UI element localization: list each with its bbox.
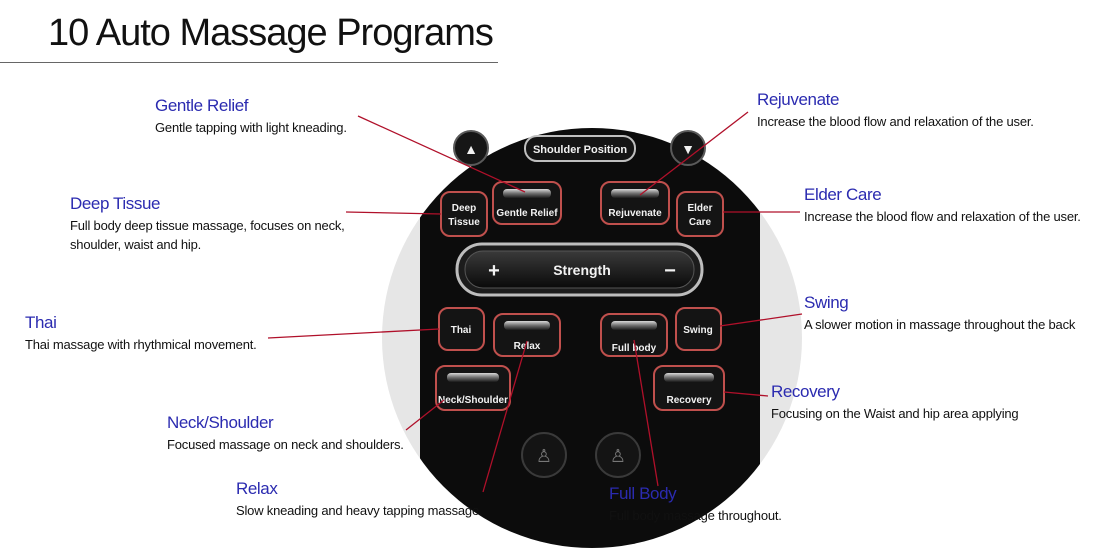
program-name: Full Body bbox=[609, 484, 677, 503]
program-rejuvenate: Rejuvenate Increase the blood flow and r… bbox=[757, 90, 1034, 131]
rejuvenate-button[interactable]: Rejuvenate bbox=[600, 181, 670, 225]
thai-button[interactable]: Thai bbox=[438, 307, 485, 351]
program-name: Deep Tissue bbox=[70, 194, 161, 213]
program-name: Thai bbox=[25, 313, 57, 332]
svg-text:Neck/Shoulder: Neck/Shoulder bbox=[438, 395, 508, 406]
full-body-button[interactable]: Full body bbox=[600, 313, 668, 357]
up-arrow-icon: ▲ bbox=[464, 141, 478, 157]
program-name: Relax bbox=[236, 479, 278, 498]
program-desc: Focusing on the Waist and hip area apply… bbox=[771, 406, 1019, 421]
recline-icon: ♙ bbox=[610, 446, 626, 467]
program-neck-shoulder: Neck/Shoulder Focused massage on neck an… bbox=[167, 413, 404, 454]
strength-minus-button[interactable]: − bbox=[664, 260, 676, 282]
program-desc: Gentle tapping with light kneading. bbox=[155, 120, 347, 135]
strength-plus-button[interactable]: + bbox=[488, 260, 500, 282]
program-desc: Full body massage throughout. bbox=[609, 508, 782, 523]
program-desc: Increase the blood flow and relaxation o… bbox=[757, 114, 1034, 129]
program-desc: Thai massage with rhythmical movement. bbox=[25, 337, 257, 352]
program-recovery: Recovery Focusing on the Waist and hip a… bbox=[771, 382, 1019, 423]
program-desc: Full body deep tissue massage, focuses o… bbox=[70, 218, 345, 233]
svg-text:Tissue: Tissue bbox=[448, 217, 480, 228]
program-deep-tissue: Deep Tissue Full body deep tissue massag… bbox=[70, 194, 345, 254]
program-elder-care: Elder Care Increase the blood flow and r… bbox=[804, 185, 1081, 226]
program-name: Swing bbox=[804, 293, 849, 312]
shoulder-position-label: Shoulder Position bbox=[533, 144, 627, 156]
page-title: 10 Auto Massage Programs bbox=[48, 12, 494, 54]
elder-care-button[interactable]: Elder Care bbox=[676, 191, 724, 237]
program-full-body: Full Body Full body massage throughout. bbox=[609, 484, 782, 525]
program-gentle-relief: Gentle Relief Gentle tapping with light … bbox=[155, 96, 347, 137]
program-desc: Increase the blood flow and relaxation o… bbox=[804, 209, 1081, 224]
svg-text:Gentle Relief: Gentle Relief bbox=[496, 208, 558, 219]
svg-text:Elder: Elder bbox=[687, 203, 712, 214]
svg-text:Care: Care bbox=[689, 217, 712, 228]
program-desc: Focused massage on neck and shoulders. bbox=[167, 437, 404, 452]
program-relax: Relax Slow kneading and heavy tapping ma… bbox=[236, 479, 483, 520]
program-name: Elder Care bbox=[804, 185, 882, 204]
svg-text:Recovery: Recovery bbox=[666, 395, 711, 406]
shoulder-position-button[interactable]: Shoulder Position bbox=[524, 135, 636, 162]
svg-text:Deep: Deep bbox=[452, 203, 476, 214]
swing-button[interactable]: Swing bbox=[675, 307, 722, 351]
program-name: Neck/Shoulder bbox=[167, 413, 274, 432]
program-name: Rejuvenate bbox=[757, 90, 840, 109]
deep-tissue-button[interactable]: Deep Tissue bbox=[440, 191, 488, 237]
program-thai: Thai Thai massage with rhythmical moveme… bbox=[25, 313, 257, 354]
svg-text:Thai: Thai bbox=[451, 325, 472, 336]
title-rule bbox=[0, 62, 498, 63]
program-desc: A slower motion in massage throughout th… bbox=[804, 317, 1076, 332]
recovery-button[interactable]: Recovery bbox=[653, 365, 725, 411]
program-desc: Slow kneading and heavy tapping massage. bbox=[236, 503, 483, 518]
shoulder-down-button[interactable]: ▼ bbox=[670, 130, 706, 166]
svg-text:Swing: Swing bbox=[683, 325, 712, 336]
strength-label: Strength bbox=[553, 262, 611, 278]
down-arrow-icon: ▼ bbox=[681, 141, 695, 157]
svg-text:Rejuvenate: Rejuvenate bbox=[608, 208, 662, 219]
program-desc: shoulder, waist and hip. bbox=[70, 237, 202, 252]
neck-shoulder-button[interactable]: Neck/Shoulder bbox=[435, 365, 511, 411]
strength-control[interactable]: + Strength − bbox=[455, 242, 704, 297]
gentle-relief-button[interactable]: Gentle Relief bbox=[492, 181, 562, 225]
svg-text:Relax: Relax bbox=[514, 341, 541, 352]
program-name: Recovery bbox=[771, 382, 840, 401]
shoulder-up-button[interactable]: ▲ bbox=[453, 130, 489, 166]
relax-button[interactable]: Relax bbox=[493, 313, 561, 357]
svg-text:Full body: Full body bbox=[612, 343, 657, 354]
seat-icon: ♙ bbox=[536, 446, 552, 467]
program-name: Gentle Relief bbox=[155, 96, 249, 115]
program-swing: Swing A slower motion in massage through… bbox=[804, 293, 1075, 334]
